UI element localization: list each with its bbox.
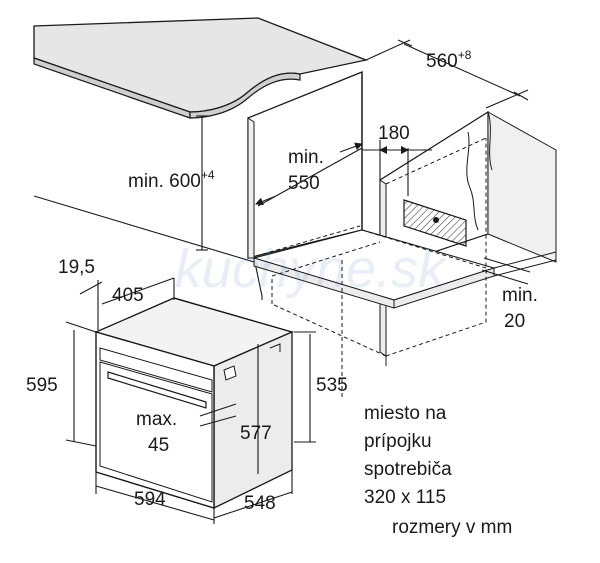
- label-max-b: 45: [148, 435, 170, 456]
- watermark: kuchyne.sk: [120, 235, 500, 305]
- units-note: rozmery v mm: [392, 517, 513, 538]
- note-line-2: prípojku: [364, 431, 432, 452]
- dimension-lines: [65, 39, 531, 524]
- label-oven-width: 594: [134, 489, 166, 510]
- label-side-gap-a: min.: [502, 285, 538, 306]
- label-vent-gap: 180: [378, 123, 410, 144]
- niche-dashed-outline: [255, 137, 487, 400]
- watermark-text: kuchyne.sk: [175, 239, 448, 299]
- label-body-height: 535: [316, 375, 348, 396]
- note-line-1: miesto na: [364, 403, 447, 424]
- note-line-3: spotrebiča: [364, 459, 452, 480]
- label-min-depth-b: 550: [288, 173, 320, 194]
- label-front-offset: 19,5: [58, 257, 95, 278]
- label-width-niche: 560+8: [426, 48, 472, 72]
- label-front-depth: 405: [112, 285, 144, 306]
- connection-area: [403, 199, 467, 247]
- label-inner-height: 577: [240, 423, 272, 444]
- label-max-a: max.: [136, 409, 178, 430]
- label-oven-height: 595: [26, 375, 58, 396]
- countertop: [33, 17, 369, 119]
- note-line-4: 320 x 115: [364, 487, 447, 508]
- label-oven-depth: 548: [244, 493, 276, 514]
- dimension-arrows: [255, 142, 409, 206]
- label-min-height: min. 600+4: [128, 168, 215, 192]
- oven: [94, 297, 294, 510]
- label-min-depth-a: min.: [288, 147, 324, 168]
- label-side-gap-b: 20: [504, 311, 526, 332]
